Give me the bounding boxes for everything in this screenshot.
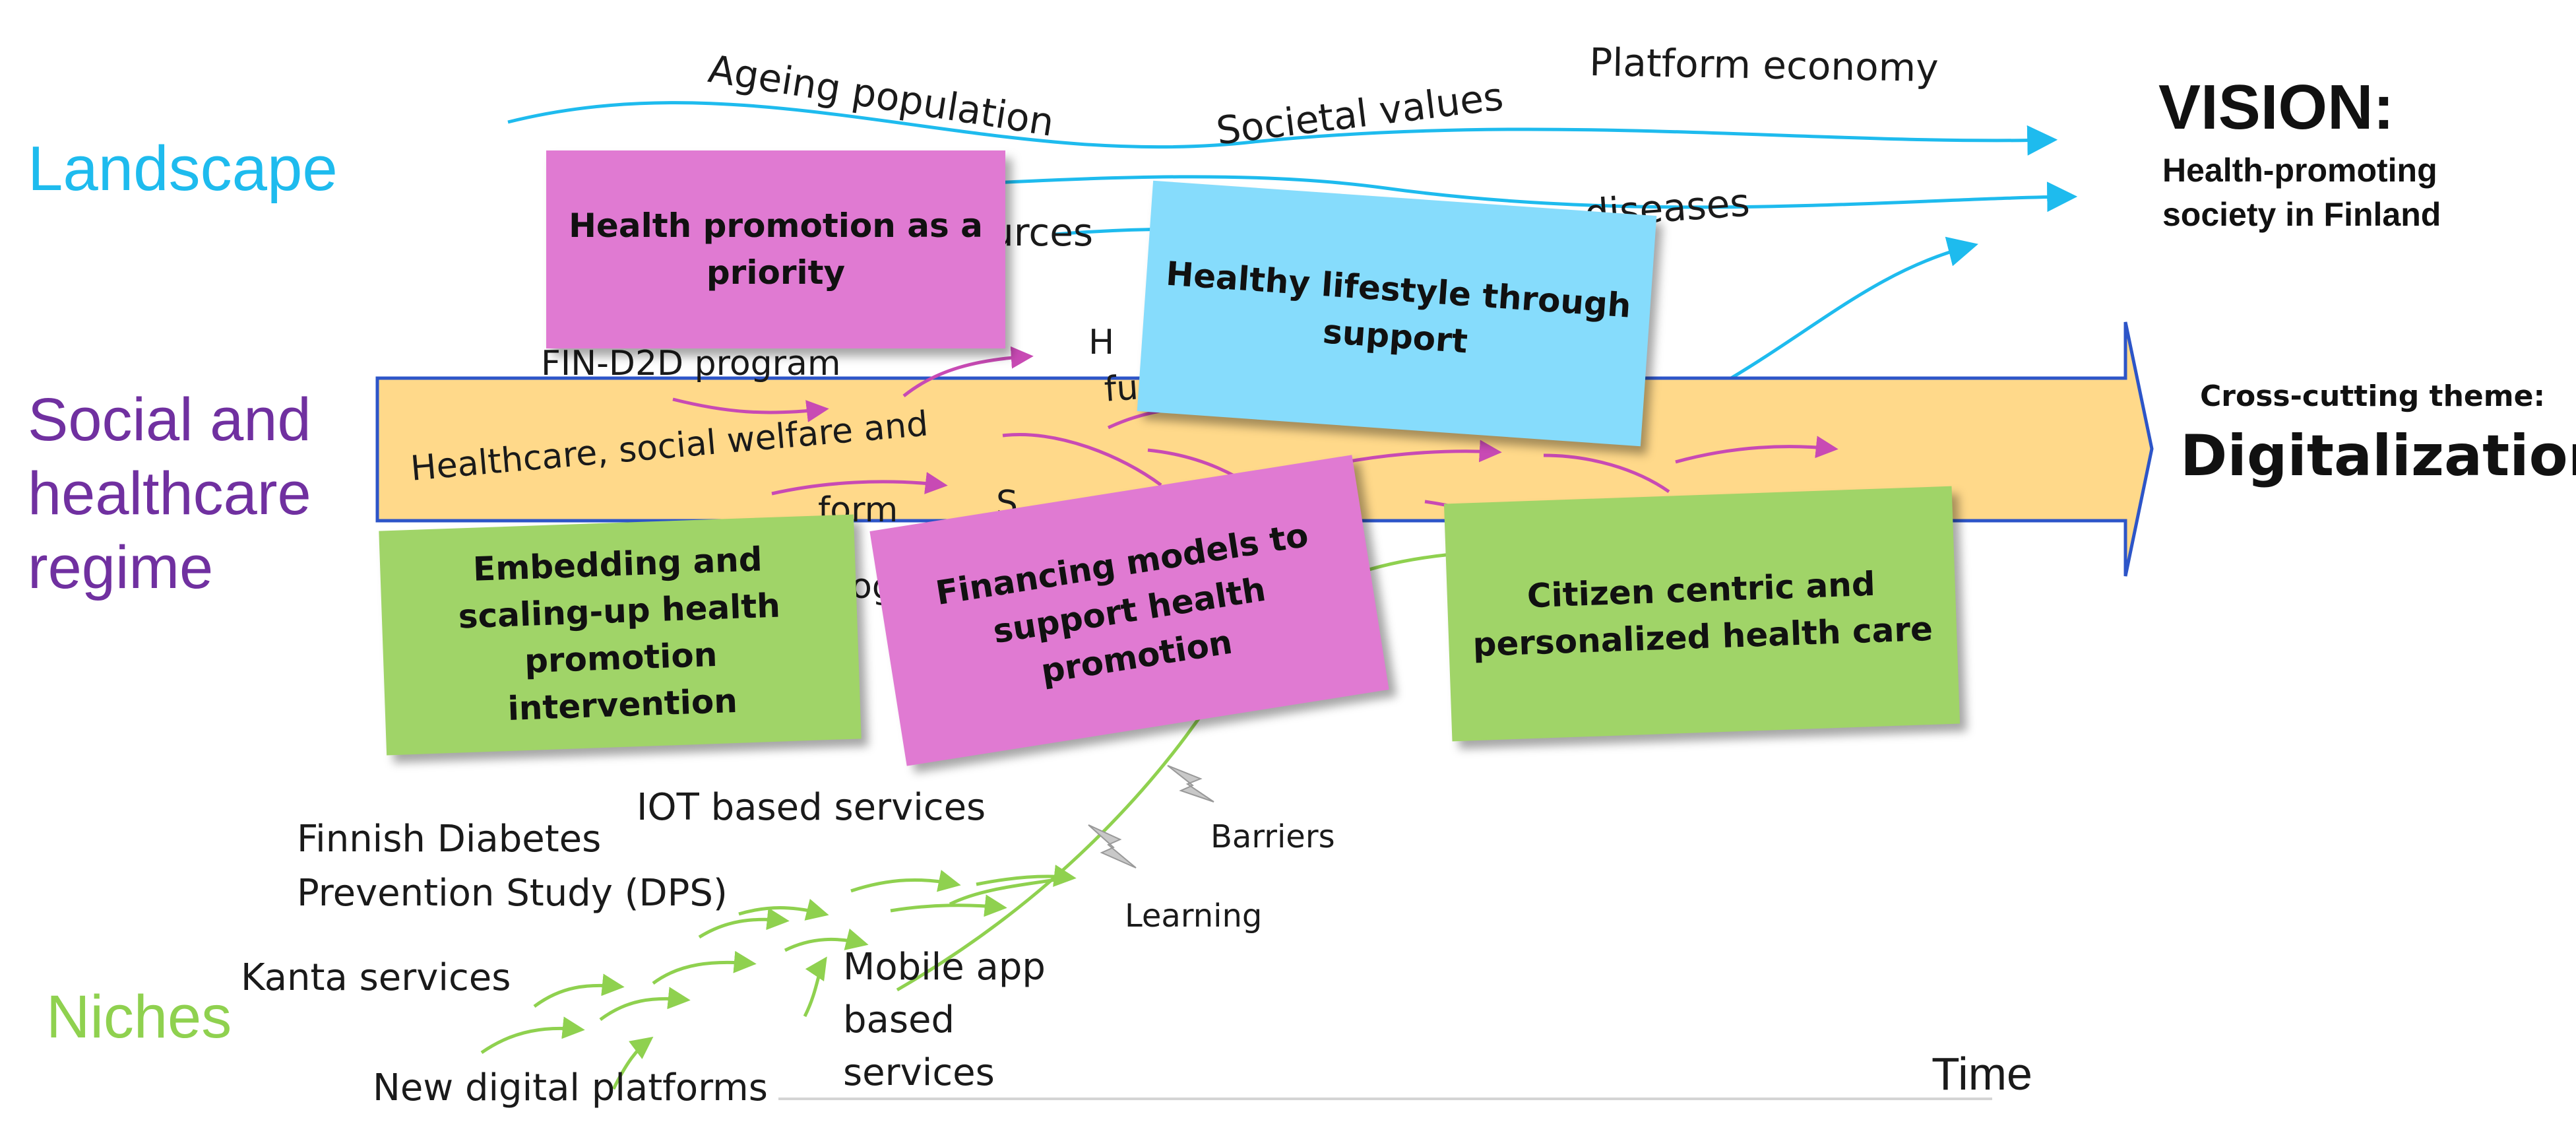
label-mobile-app-3: services — [843, 1051, 995, 1094]
label-mobile-app-2: based — [843, 999, 955, 1041]
level-landscape: Landscape — [28, 133, 338, 204]
niche-arrow-8 — [784, 928, 869, 952]
niche-arrow-12 — [976, 865, 1077, 887]
niche-arrow-11 — [890, 894, 1007, 917]
niche-arrow-7 — [738, 898, 829, 921]
niche-arrow-13 — [949, 876, 1069, 906]
label-new-digital-platforms: New digital platforms — [373, 1066, 768, 1109]
note-text-line: Health promotion as a — [569, 207, 983, 245]
niche-arrow-6 — [698, 907, 790, 939]
regime-arrow-4 — [1002, 432, 1162, 487]
learning-lightning-icon — [1088, 824, 1137, 868]
niche-arrow-2 — [533, 973, 625, 1008]
label-ht-partial: H — [1088, 323, 1115, 362]
label-dps-1: Finnish Diabetes — [297, 818, 602, 861]
niche-arrow-3 — [599, 987, 691, 1022]
label-mobile-app-1: Mobile app — [843, 946, 1046, 989]
note-health-promotion-priority: Health promotion as a priority — [546, 150, 1005, 348]
regime-arrow-1 — [672, 397, 829, 422]
label-iot-services: IOT based services — [637, 786, 986, 829]
crosscut-digitalization: Digitalization — [2180, 423, 2576, 489]
label-resources-partial: urces — [990, 210, 1094, 255]
note-embedding-scaling: Embedding and scaling-up health promotio… — [379, 514, 862, 756]
lightning-icons — [1088, 765, 1214, 868]
niche-arrow-1 — [480, 1016, 585, 1055]
vision-title: VISION: — [2158, 72, 2395, 143]
niche-arrow-10 — [850, 870, 961, 893]
note-text-line: priority — [706, 253, 846, 292]
niche-arrow-9 — [803, 956, 827, 1018]
vision-line-1: Health-promoting — [2162, 152, 2437, 189]
barrier-lightning-icon — [1167, 765, 1214, 803]
niche-arrow-5 — [652, 950, 757, 985]
level-niches: Niches — [46, 983, 232, 1051]
label-fin-d2d: FIN-D2D program — [541, 344, 841, 383]
regime-arrow-8 — [1543, 453, 1670, 494]
level-regime: Social and healthcare regime — [28, 386, 311, 602]
note-citizen-centric: Citizen centric and personalized health … — [1443, 486, 1961, 742]
vision-line-2: society in Finland — [2162, 196, 2441, 233]
label-platform-economy: Platform economy — [1588, 40, 1939, 91]
label-barriers: Barriers — [1210, 818, 1335, 855]
label-learning: Learning — [1125, 898, 1263, 934]
landscape-wave-1 — [507, 101, 2058, 156]
note-healthy-lifestyle: Healthy lifestyle through support — [1137, 180, 1657, 447]
time-label: Time — [1932, 1048, 2032, 1099]
label-kanta-services: Kanta services — [241, 956, 511, 999]
crosscut-label: Cross-cutting theme: — [2200, 379, 2546, 413]
regime-arrow-3 — [771, 472, 948, 496]
niche-arrow-4 — [612, 1036, 654, 1090]
label-dps-2: Prevention Study (DPS) — [297, 872, 728, 915]
regime-arrow-9 — [1675, 436, 1838, 464]
regime-arrow-2 — [902, 346, 1034, 397]
